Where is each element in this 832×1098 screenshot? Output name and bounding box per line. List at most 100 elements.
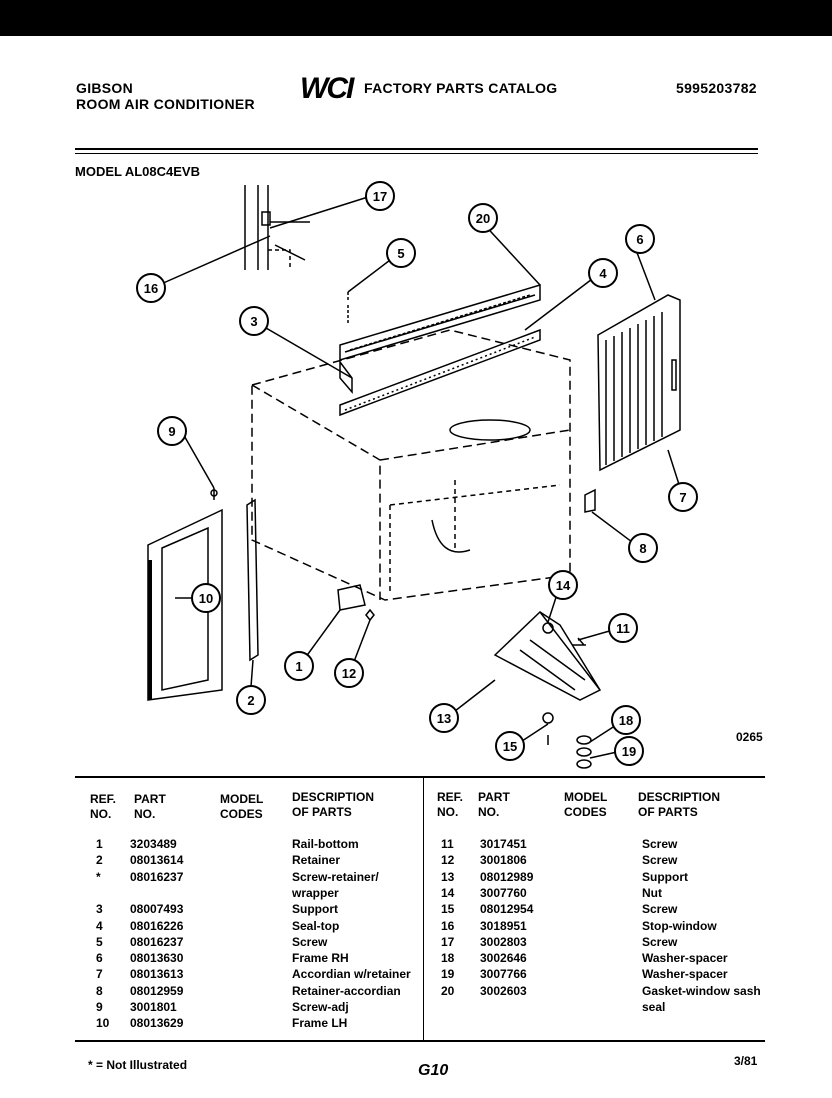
ref-cell: 3	[96, 902, 103, 917]
callout-18: 18	[611, 705, 641, 735]
page-code: G10	[418, 1062, 449, 1079]
catalog-date: 3/81	[734, 1054, 758, 1068]
svg-text:9: 9	[168, 424, 175, 439]
callout-2: 2	[236, 685, 266, 715]
svg-text:17: 17	[373, 189, 387, 204]
svg-text:18: 18	[619, 713, 633, 728]
brand-name: GIBSON	[76, 80, 134, 96]
description-cell: Screw	[642, 853, 678, 868]
product-name: ROOM AIR CONDITIONER	[76, 96, 255, 112]
ref-cell: 13	[441, 869, 455, 884]
svg-text:5: 5	[397, 246, 404, 261]
footnote: * = Not Illustrated	[88, 1058, 188, 1072]
part-number-cell: 3002646	[480, 951, 527, 966]
ref-cell: 2	[96, 853, 103, 868]
ref-cell: 9	[96, 1000, 103, 1014]
header-model: MODEL CODES	[220, 792, 264, 821]
wci-logo: WCI	[300, 72, 354, 105]
callout-11: 11	[608, 613, 638, 643]
svg-text:10: 10	[199, 591, 213, 606]
header-desc: DESCRIPTION OF PARTS	[292, 790, 375, 819]
callout-20: 20	[468, 203, 498, 233]
table-bottom-rule	[75, 1040, 765, 1042]
ref-cell: 4	[96, 918, 103, 933]
callout-9: 9	[157, 416, 187, 446]
ref-cell: 14	[441, 885, 455, 900]
part-number-cell: 3007766	[480, 967, 527, 982]
description-cell: Stop-window	[642, 918, 717, 933]
part-number-cell: 3018951	[480, 918, 527, 933]
table-divider	[423, 778, 424, 1040]
callout-8: 8	[628, 533, 658, 563]
callout-13: 13	[429, 703, 459, 733]
description-cell: Screw	[642, 934, 678, 949]
ref-cell: 8	[96, 983, 103, 998]
ref-cell: *	[96, 869, 101, 884]
callout-12: 12	[334, 658, 364, 688]
svg-text:13: 13	[437, 711, 451, 726]
ref-cell: 18	[441, 951, 455, 966]
callout-16: 16	[136, 273, 166, 303]
catalog-number: 5995203782	[676, 80, 757, 96]
description-cell: wrapper	[292, 885, 339, 900]
svg-text:15: 15	[503, 739, 517, 754]
description-cell: Washer-spacer	[642, 967, 728, 982]
callout-10: 10	[191, 583, 221, 613]
description-cell: Screw-retainer/	[292, 869, 379, 884]
part-number-cell: 3001801	[130, 1000, 177, 1014]
header-rule-thin	[75, 153, 758, 154]
callout-17: 17	[365, 181, 395, 211]
part-number-cell: 3203489	[130, 837, 177, 851]
exploded-parts-diagram: 1 2 3 4 5 6 7 8 9 10 11 12 13 14 15 16 1…	[136, 181, 698, 769]
callout-1: 1	[284, 651, 314, 681]
part-number-cell: 08007493	[130, 902, 184, 917]
description-cell: Frame LH	[292, 1016, 348, 1031]
ref-cell: 6	[96, 951, 103, 966]
scan-top-edge	[0, 0, 832, 36]
description-cell: Screw-adj	[292, 1000, 349, 1014]
part-number-cell: 08016237	[130, 869, 184, 884]
svg-text:16: 16	[144, 281, 158, 296]
header-ref: REF. NO.	[90, 792, 117, 821]
callout-14: 14	[548, 570, 578, 600]
drawing-code: 0265	[736, 730, 763, 744]
part-number-cell: 08012954	[480, 902, 534, 917]
header-rule	[75, 148, 758, 150]
callout-5: 5	[386, 238, 416, 268]
ref-cell: 10	[96, 1016, 110, 1031]
catalog-title: FACTORY PARTS CATALOG	[364, 80, 558, 96]
part-number-cell: 3001806	[480, 853, 527, 868]
description-cell: Rail-bottom	[292, 837, 359, 851]
part-number-cell: 08013614	[130, 853, 184, 868]
callout-3: 3	[239, 306, 269, 336]
svg-text:3: 3	[250, 314, 257, 329]
ref-cell: 17	[441, 934, 455, 949]
part-number-cell: 08016237	[130, 934, 184, 949]
callout-6: 6	[625, 224, 655, 254]
header-part: PART NO.	[134, 792, 166, 821]
ref-cell: 20	[441, 983, 455, 998]
part-number-cell: 08012959	[130, 983, 184, 998]
part-number-cell: 08012989	[480, 869, 534, 884]
svg-text:2: 2	[247, 693, 254, 708]
svg-text:19: 19	[622, 744, 636, 759]
header-desc-right: DESCRIPTION OF PARTS	[638, 790, 721, 819]
header-ref-right: REF. NO.	[437, 790, 464, 819]
ref-cell: 19	[441, 967, 455, 982]
callout-7: 7	[668, 482, 698, 512]
part-number-cell: 08013629	[130, 1016, 184, 1031]
part-number-cell: 08016226	[130, 918, 184, 933]
description-cell: seal	[642, 1000, 666, 1014]
description-cell: Seal-top	[292, 918, 340, 933]
description-cell: Gasket-window sash	[642, 983, 761, 998]
ref-cell: 12	[441, 853, 455, 868]
part-number-cell: 08013613	[130, 967, 184, 982]
table-top-rule	[75, 776, 765, 778]
ref-cell: 16	[441, 918, 455, 933]
description-cell: Screw	[642, 902, 678, 917]
ref-cell: 5	[96, 934, 103, 949]
ref-cell: 15	[441, 902, 455, 917]
svg-text:6: 6	[636, 232, 643, 247]
svg-text:4: 4	[599, 266, 607, 281]
ref-cell: 7	[96, 967, 103, 982]
